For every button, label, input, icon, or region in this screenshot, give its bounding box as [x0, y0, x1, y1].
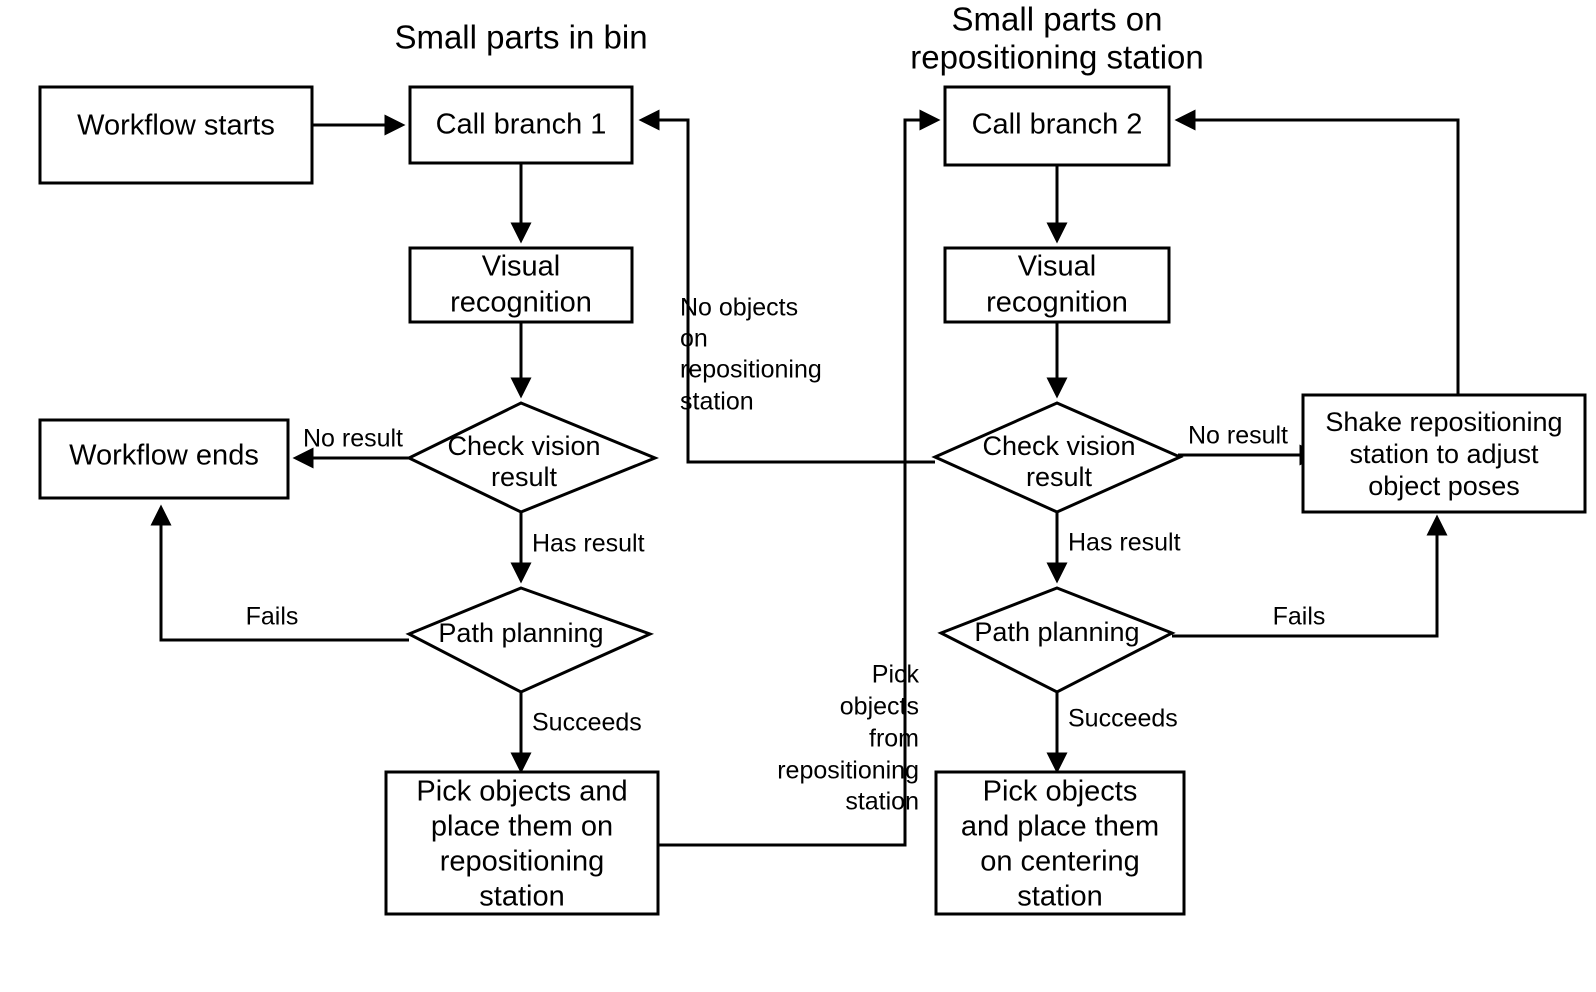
- edge-label-pick-from-line3: from: [869, 725, 919, 753]
- node-call-branch-2-label: Call branch 2: [972, 109, 1143, 141]
- edge-pickplace1-to-branch2: [657, 109, 941, 847]
- group-title-right-line1: Small parts on: [952, 1, 1163, 38]
- node-check-vision-result-1-label-line2: result: [491, 462, 558, 492]
- node-check-vision-result-1-label-line1: Check vision: [447, 431, 600, 461]
- edge-label-no-objects-line2: on: [680, 325, 708, 353]
- edge-path1-fails-to-end: [150, 504, 409, 642]
- edge-label-pick-from-line2: objects: [840, 693, 919, 721]
- node-pick-place-centering[interactable]: [934, 770, 1186, 916]
- node-visual-recognition-1[interactable]: [408, 246, 634, 324]
- node-visual-recognition-1-label-line2: recognition: [450, 287, 592, 319]
- node-check-vision-result-2-label-line1: Check vision: [982, 431, 1135, 461]
- node-workflow-starts[interactable]: [38, 85, 314, 185]
- edge-label-succeeds-right: Succeeds: [1068, 705, 1178, 733]
- node-call-branch-1[interactable]: [408, 85, 634, 165]
- edge-label-pick-from-line5: station: [845, 788, 919, 816]
- node-shake-repositioning-line1: Shake repositioning: [1325, 407, 1562, 437]
- node-pick-place-centering-line1: Pick objects: [983, 776, 1138, 808]
- node-shake-repositioning-station[interactable]: [1301, 393, 1587, 514]
- edge-label-no-objects-line1: No objects: [680, 294, 798, 322]
- edge-label-pick-from-line1: Pick: [872, 661, 920, 689]
- edge-label-has-result-left: Has result: [532, 530, 645, 558]
- edge-label-succeeds-left: Succeeds: [532, 709, 642, 737]
- edge-label-has-result-right: Has result: [1068, 529, 1181, 557]
- node-visual-recognition-1-label-line1: Visual: [482, 251, 560, 283]
- node-shake-repositioning-line2: station to adjust: [1349, 439, 1539, 469]
- node-pick-place-centering-line3: on centering: [980, 846, 1140, 878]
- node-pick-place-repositioning-line2: place them on: [431, 811, 613, 843]
- edge-label-no-result-left: No result: [303, 425, 403, 453]
- group-title-right-line2: repositioning station: [910, 39, 1204, 76]
- node-workflow-ends-label: Workflow ends: [69, 440, 259, 472]
- group-title-left: Small parts in bin: [394, 19, 647, 56]
- node-check-vision-result-2-label-line2: result: [1026, 462, 1093, 492]
- node-workflow-starts-label: Workflow starts: [77, 110, 275, 142]
- edge-label-no-result-right: No result: [1188, 422, 1288, 450]
- node-pick-place-centering-line2: and place them: [961, 811, 1159, 843]
- node-pick-place-repositioning-line3: repositioning: [440, 846, 604, 878]
- node-pick-place-repositioning-line4: station: [479, 881, 564, 913]
- edge-path2-fails-to-shake: [1172, 514, 1448, 638]
- node-path-planning-1[interactable]: [405, 586, 655, 694]
- node-pick-place-repositioning-line1: Pick objects and: [416, 776, 627, 808]
- node-call-branch-1-label: Call branch 1: [436, 109, 607, 141]
- edge-shake-to-branch2: [1174, 109, 1460, 395]
- edge-label-no-objects-line3: repositioning: [680, 356, 822, 384]
- node-check-vision-result-2[interactable]: [931, 401, 1184, 514]
- edge-label-fails-left: Fails: [246, 603, 299, 631]
- node-workflow-ends[interactable]: [38, 418, 290, 500]
- edge-label-fails-right: Fails: [1273, 603, 1326, 631]
- node-path-planning-2-label: Path planning: [974, 617, 1139, 647]
- node-visual-recognition-2-label-line1: Visual: [1018, 251, 1096, 283]
- node-pick-place-repositioning[interactable]: [384, 770, 660, 916]
- node-call-branch-2[interactable]: [943, 85, 1171, 167]
- node-check-vision-result-1[interactable]: [405, 401, 659, 514]
- node-pick-place-centering-line4: station: [1017, 881, 1102, 913]
- node-visual-recognition-2[interactable]: [943, 246, 1171, 324]
- edge-label-pick-from-line4: repositioning: [777, 757, 919, 785]
- edge-label-no-objects-line4: station: [680, 388, 754, 416]
- node-path-planning-2[interactable]: [937, 586, 1176, 694]
- node-shake-repositioning-line3: object poses: [1368, 471, 1520, 501]
- node-path-planning-1-label: Path planning: [438, 618, 603, 648]
- node-visual-recognition-2-label-line2: recognition: [986, 287, 1128, 319]
- edge-check2-no-objects-to-branch1: [638, 109, 935, 464]
